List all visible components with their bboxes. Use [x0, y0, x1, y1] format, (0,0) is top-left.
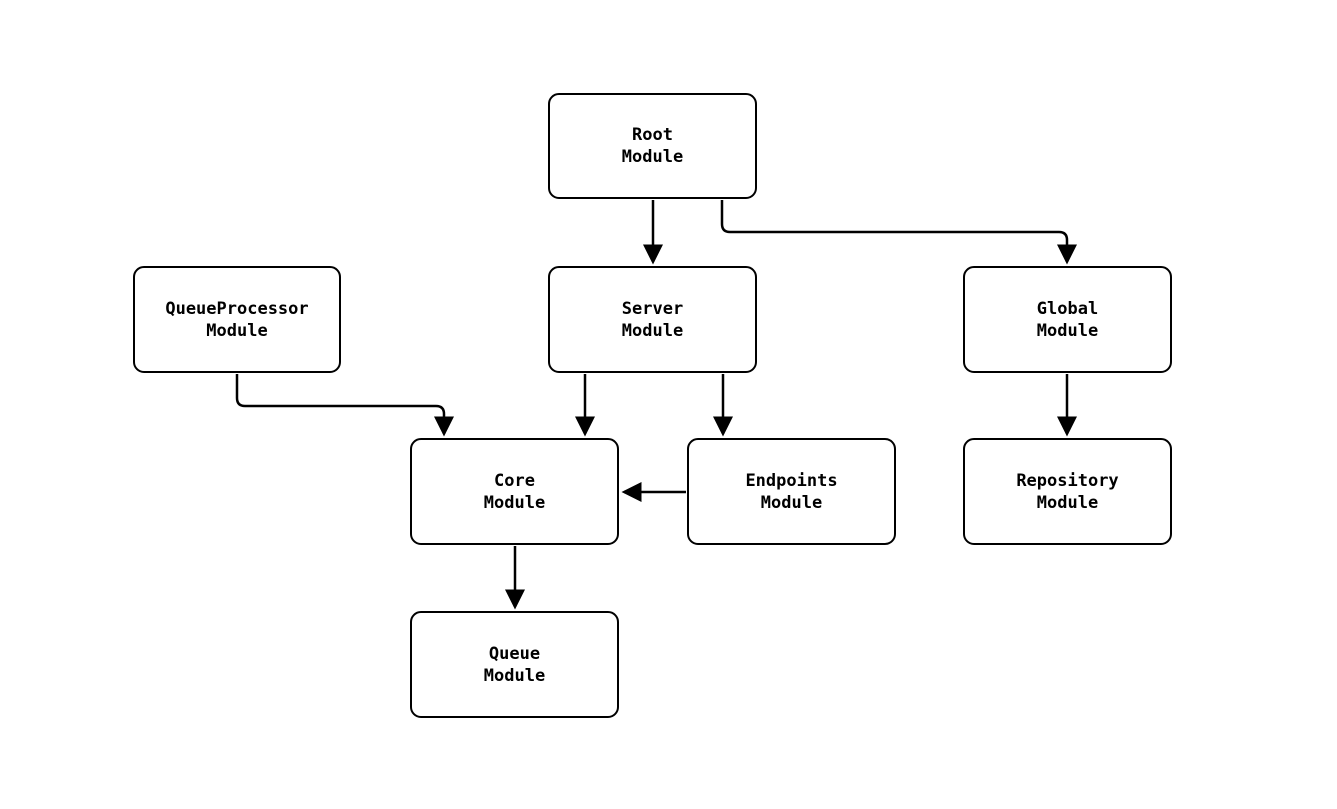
node-label-line: Server: [621, 298, 684, 319]
node-label-line: Endpoints: [745, 470, 838, 491]
node-label-line: Repository: [1016, 470, 1119, 491]
node-label-line: QueueProcessor: [165, 298, 309, 319]
edge-queueprocessor-to-core: [235, 374, 454, 437]
node-label-line: Module: [483, 492, 546, 513]
node-label-line: Root: [632, 125, 673, 145]
node-label-line: Module: [1036, 492, 1099, 513]
node-label-line: Module: [483, 665, 546, 686]
node-label-line: Module: [621, 147, 684, 167]
node-label-line: Core: [494, 470, 535, 491]
node-label-line: Module: [760, 492, 823, 513]
node-label-line: Module: [621, 320, 684, 341]
node-label-line: Global: [1036, 298, 1099, 319]
node-label-line: Module: [206, 320, 268, 341]
node-label-line: Module: [1036, 320, 1099, 341]
edge-root-to-global: [720, 200, 1077, 265]
node-label-line: Queue: [488, 643, 541, 664]
